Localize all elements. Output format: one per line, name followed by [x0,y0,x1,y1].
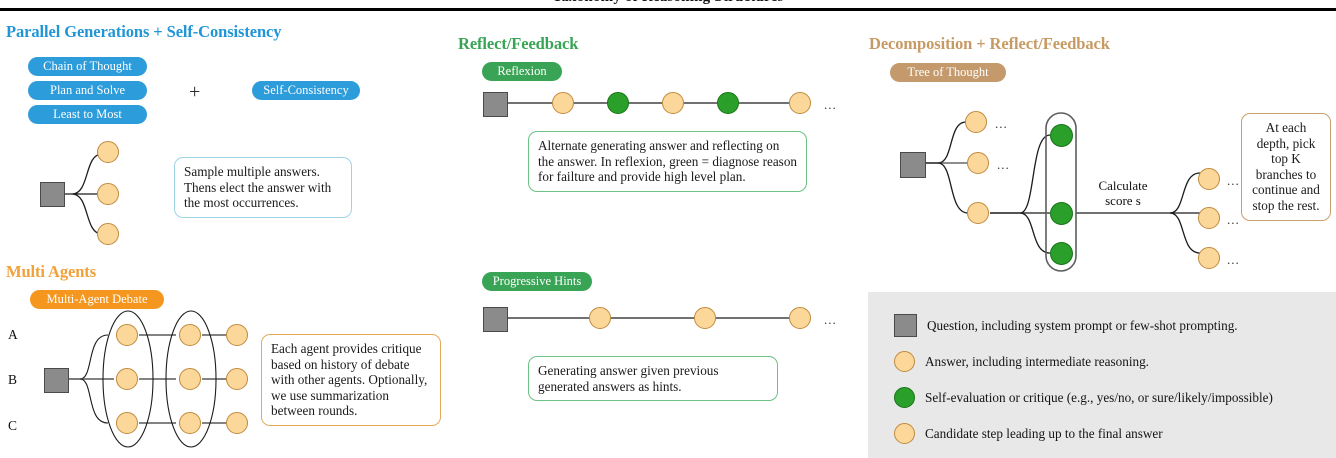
agent-label-b: B [8,372,18,387]
node-eval-reflexion-1 [607,92,629,114]
legend-answer-circle-icon [894,351,915,372]
reflexion-chain-line [493,102,805,104]
plus-operator: + [189,81,201,103]
node-agent-r3-b [226,368,248,390]
callout-reflexion: Alternate generating answer and reflecti… [528,131,807,192]
section-heading-reflect: Reflect/Feedback [458,34,579,53]
progressive-ellipsis: ... [824,312,837,327]
legend-label-question: Question, including system prompt or few… [927,317,1238,333]
section-heading-parallel: Parallel Generations + Self-Consistency [6,22,282,41]
reflexion-ellipsis: ... [824,97,837,112]
node-agent-r3-c [226,412,248,434]
node-agent-r2-c [179,412,201,434]
node-question-multi-agent [44,368,69,393]
callout-parallel: Sample multiple answers. Thens elect the… [174,157,352,218]
pill-chain-of-thought[interactable]: Chain of Thought [28,57,147,76]
tree-of-thought-edges [926,112,1170,272]
pill-tree-of-thought[interactable]: Tree of Thought [890,63,1006,82]
legend-label-self-evaluation: Self-evaluation or critique (e.g., yes/n… [925,389,1273,405]
parallel-tree-edges [62,153,103,235]
section-heading-multi-agents: Multi Agents [6,262,97,281]
callout-multi-agents: Each agent provides critique based on hi… [261,334,441,426]
node-answer-reflexion-1 [552,92,574,114]
clipped-title-strip: Taxonomy of Reasoning Structures [0,0,1336,8]
section-heading-decomposition: Decomposition + Reflect/Feedback [869,34,1110,53]
node-agent-r3-a [226,324,248,346]
node-eval-tot-3 [1050,242,1073,265]
node-answer-reflexion-3 [789,92,811,114]
node-eval-tot-2 [1050,202,1073,225]
pill-plan-and-solve[interactable]: Plan and Solve [28,81,147,100]
pill-progressive-hints[interactable]: Progressive Hints [482,272,592,291]
legend-item-answer: Answer, including intermediate reasoning… [894,351,1149,372]
node-answer-reflexion-2 [662,92,684,114]
node-candidate-tot-3 [967,202,989,224]
pill-least-to-most[interactable]: Least to Most [28,105,147,124]
node-eval-reflexion-2 [717,92,739,114]
agent-label-a: A [8,327,18,342]
callout-decomposition: At each depth, pick top K branches to co… [1241,113,1331,221]
node-answer-parallel-1 [97,141,119,163]
tot-ellipsis-1: ... [995,116,1008,131]
node-candidate-tot-6 [1198,247,1220,269]
node-agent-r1-c [116,412,138,434]
node-candidate-tot-2 [967,152,989,174]
tree-of-thought-right-fan [1169,172,1201,254]
tot-ellipsis-5: ... [1227,252,1240,267]
node-answer-parallel-2 [97,183,119,205]
tot-ellipsis-2: ... [997,157,1010,172]
node-question-tot [900,152,926,178]
node-eval-tot-1 [1050,124,1073,147]
legend-candidate-circle-icon [894,423,915,444]
node-answer-progressive-3 [789,307,811,329]
legend-eval-circle-icon [894,387,915,408]
node-agent-r2-a [179,324,201,346]
node-question-reflexion [483,92,508,117]
tot-ellipsis-3: ... [1227,173,1240,188]
node-answer-parallel-3 [97,223,119,245]
node-question-parallel [40,182,65,207]
legend-item-self-evaluation: Self-evaluation or critique (e.g., yes/n… [894,387,1273,408]
pill-self-consistency[interactable]: Self-Consistency [252,81,360,100]
pill-multi-agent-debate[interactable]: Multi-Agent Debate [30,290,164,309]
node-candidate-tot-5 [1198,207,1220,229]
node-agent-r1-b [116,368,138,390]
header-rule [0,8,1336,11]
progressive-chain-line [493,317,805,319]
node-answer-progressive-1 [589,307,611,329]
legend-panel: Question, including system prompt or few… [868,292,1336,458]
callout-progressive: Generating answer given previous generat… [528,356,778,402]
tot-ellipsis-4: ... [1227,212,1240,227]
node-answer-progressive-2 [694,307,716,329]
node-question-progressive [483,307,508,332]
legend-square-icon [894,314,917,337]
agent-label-c: C [8,418,18,433]
node-candidate-tot-1 [965,111,987,133]
node-agent-r2-b [179,368,201,390]
legend-item-candidate-step: Candidate step leading up to the final a… [894,423,1163,444]
calculate-score-label: Calculate score s [1098,178,1148,208]
node-agent-r1-a [116,324,138,346]
node-candidate-tot-4 [1198,168,1220,190]
clipped-title-text: Taxonomy of Reasoning Structures [0,0,1336,6]
legend-label-candidate-step: Candidate step leading up to the final a… [925,425,1163,441]
multi-agent-edges [66,310,237,448]
legend-item-question: Question, including system prompt or few… [894,314,1238,337]
legend-label-answer: Answer, including intermediate reasoning… [925,353,1149,369]
pill-reflexion[interactable]: Reflexion [482,62,562,81]
